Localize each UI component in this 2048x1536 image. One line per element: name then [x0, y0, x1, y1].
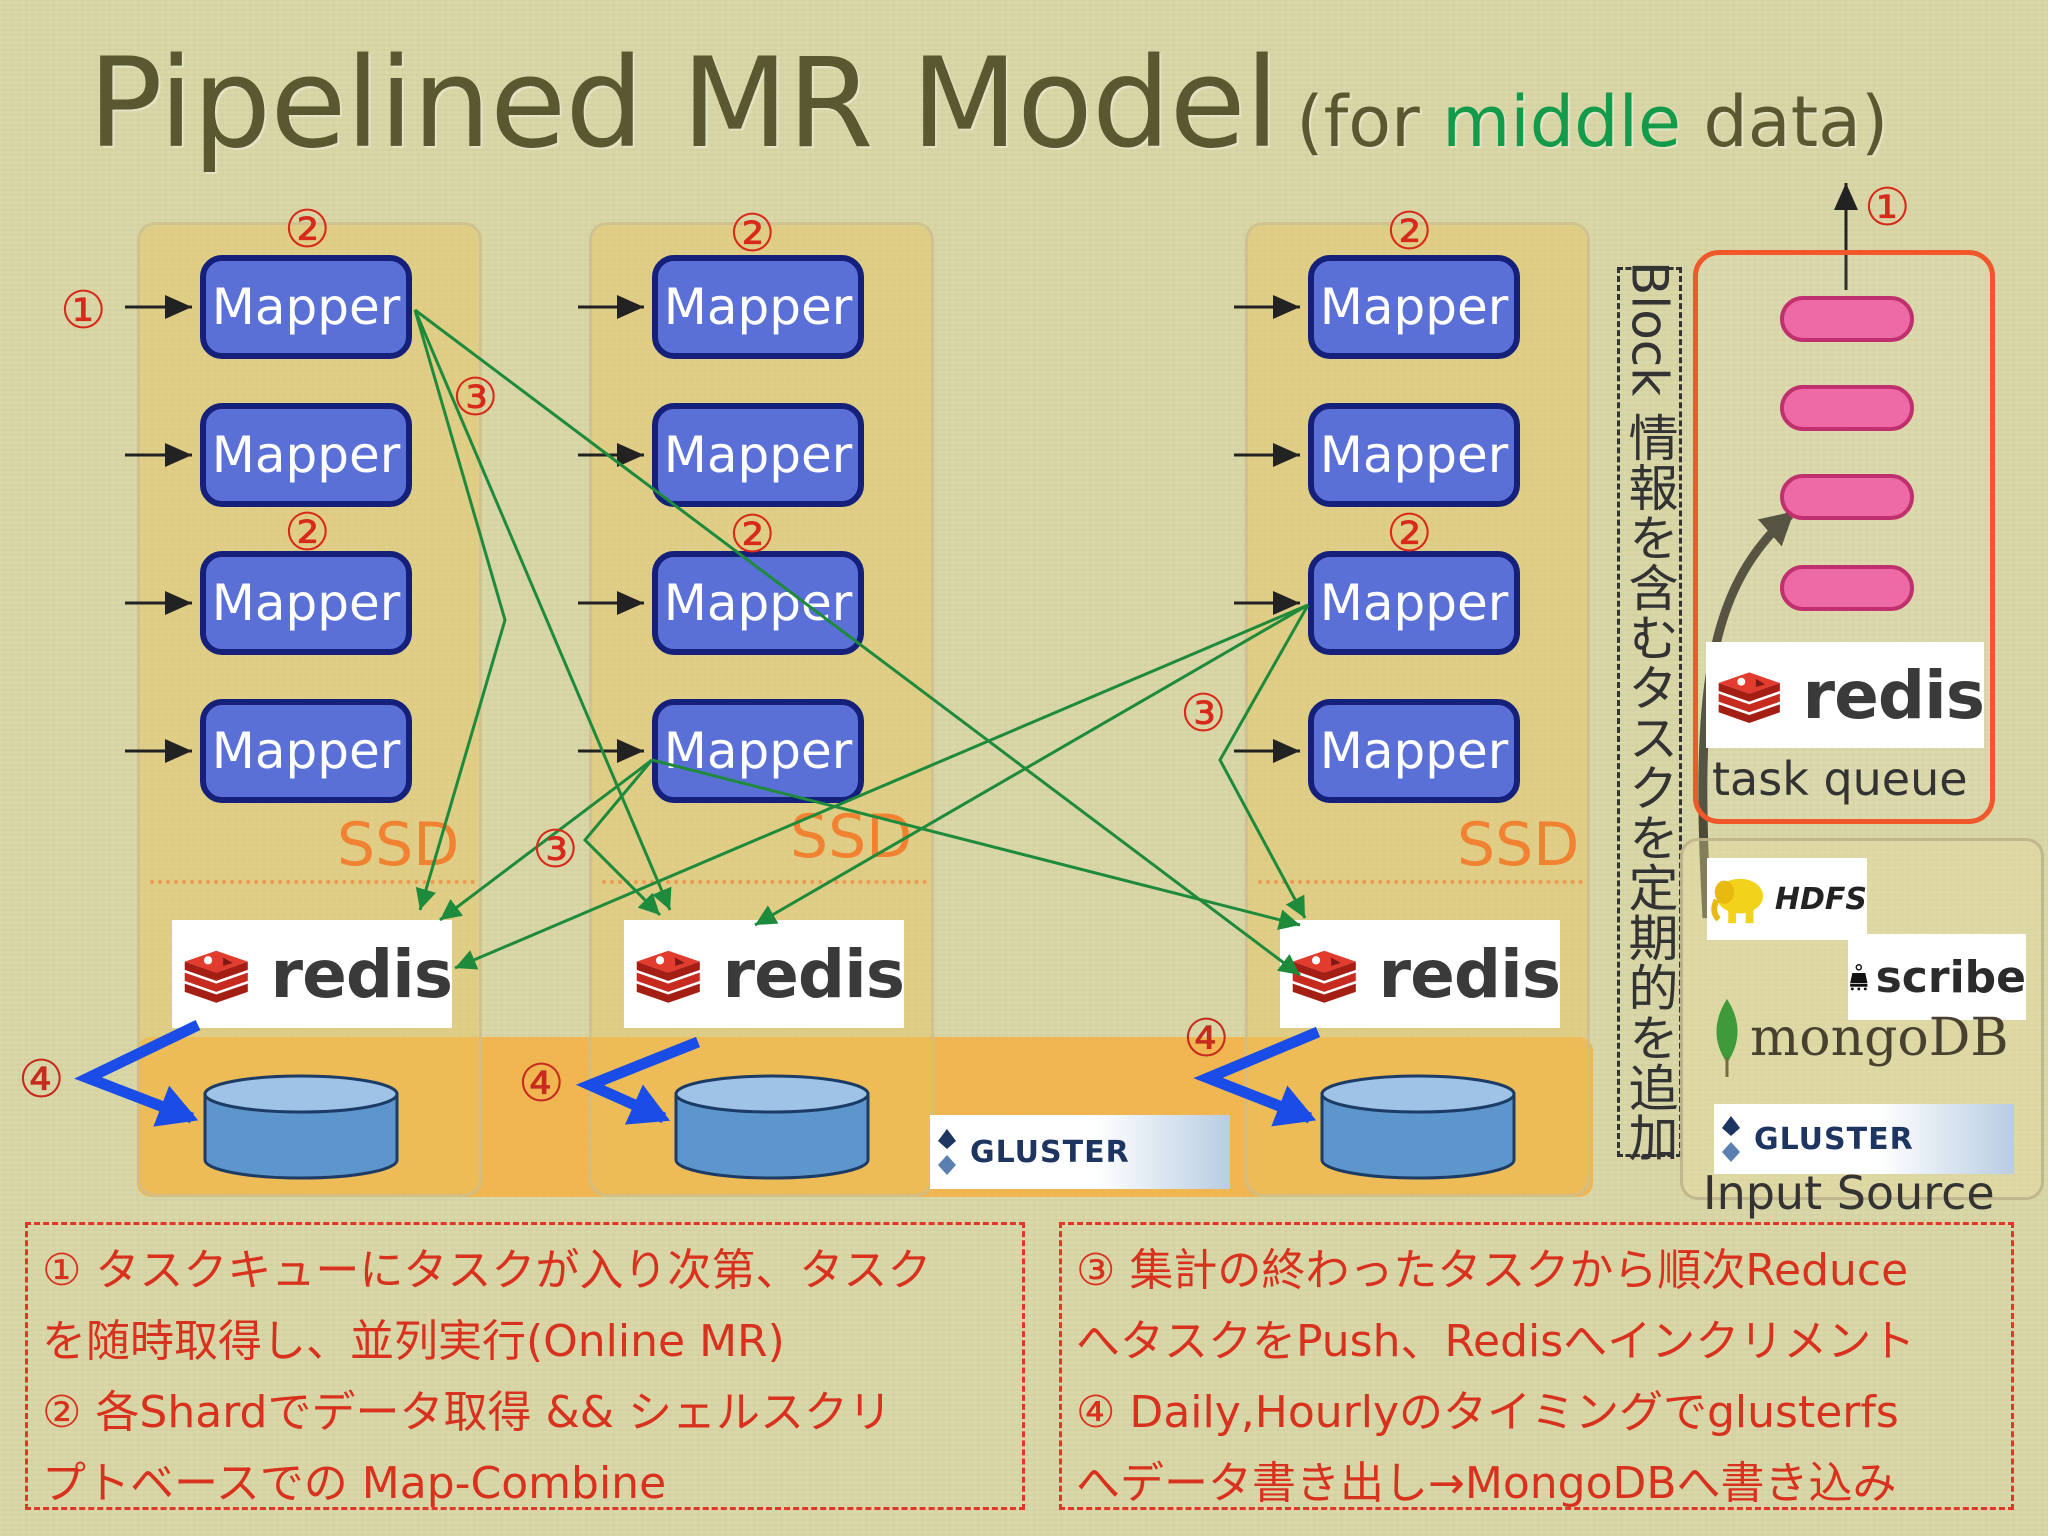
storage-write-arrows [74, 1020, 1321, 1127]
task-queue-label: task queue [1712, 752, 1968, 806]
redis-label-2: redis [722, 935, 905, 1013]
queue-task-item [1780, 296, 1914, 342]
queue-task-item [1780, 385, 1914, 431]
gluster-logo-icon [938, 1129, 956, 1175]
note-line: ④ Daily,Hourlyのタイミングでglusterfs [1076, 1387, 1899, 1438]
note-line: ② 各Shardでデータ取得 && シェルスクリ [42, 1387, 893, 1438]
gluster-logo-input: GLUSTER [1714, 1104, 2014, 1174]
redis-label-3: redis [1378, 935, 1561, 1013]
page-title: Pipelined MR Model(for middle data) [88, 32, 1888, 182]
note-line: ① タスクキューにタスクが入り次第、タスク [42, 1245, 932, 1296]
marker-step-2: ② [1386, 504, 1433, 564]
mongodb-logo-text: mongoDB [1750, 1008, 2009, 1068]
note-line: プトベースでの Map-Combine [42, 1458, 667, 1509]
push-arrow [454, 603, 1309, 970]
title-sub: (for middle data) [1296, 81, 1888, 163]
scribe-logo-icon [1850, 964, 1868, 991]
mongodb-logo: mongoDB [1710, 994, 2020, 1082]
marker-step-3: ③ [532, 820, 579, 880]
mapper-2-4: Mapper [652, 699, 864, 803]
reduce-push-arrows [413, 308, 1310, 977]
marker-step-2: ② [729, 505, 776, 565]
redis-box-2: redis [624, 920, 905, 1028]
redis-label-1: redis [270, 935, 453, 1013]
push-arrow [413, 309, 672, 911]
note-line: を随時取得し、並列実行(Online MR) [42, 1316, 785, 1367]
marker-step-4: ④ [1183, 1009, 1230, 1069]
hdfs-logo: HDFS [1707, 858, 1867, 940]
mongodb-leaf-icon [1716, 999, 1738, 1077]
mapper-1-4: Mapper [200, 699, 412, 803]
ssd-divider-2 [602, 880, 927, 884]
hdfs-elephant-icon [1711, 878, 1764, 924]
gluster-logo-text: GLUSTER [970, 1134, 1130, 1170]
write-arrow [1193, 1026, 1321, 1127]
redis-logo-icon [184, 950, 248, 1003]
hdfs-logo-text: HDFS [1774, 881, 1867, 917]
database-cylinder-icon [1320, 1074, 1516, 1180]
marker-step-2: ② [729, 204, 776, 264]
marker-step-2: ② [284, 200, 331, 260]
push-arrow [1218, 604, 1310, 919]
push-arrow [414, 308, 1301, 977]
notes-left: ① タスクキューにタスクが入り次第、タスク を随時取得し、並列実行(Online… [25, 1222, 1025, 1510]
mapper-2-1: Mapper [652, 255, 864, 359]
redis-logo-icon [1718, 672, 1780, 723]
mapper-3-2: Mapper [1308, 403, 1520, 507]
mapper-3-3: Mapper [1308, 551, 1520, 655]
database-cylinder-icon [674, 1074, 870, 1180]
push-arrow [439, 758, 653, 922]
redis-logo-icon [1292, 950, 1356, 1003]
mapper-1-3: Mapper [200, 551, 412, 655]
input-arrows [125, 295, 1300, 763]
mapper-1-1: Mapper [200, 255, 412, 359]
marker-step-3: ③ [452, 368, 499, 428]
note-line: ③ 集計の終わったタスクから順次Reduce [1076, 1245, 1909, 1296]
marker-step-1: ① [60, 281, 107, 341]
database-cylinder-icon [203, 1074, 399, 1180]
gluster-input-text: GLUSTER [1754, 1121, 1914, 1157]
ssd-divider-3 [1258, 880, 1583, 884]
input-source-label: Input Source [1703, 1166, 1995, 1220]
task-queue-redis-logo: redis [1706, 642, 1985, 748]
title-sub-highlight: middle [1442, 81, 1682, 163]
mapper-2-2: Mapper [652, 403, 864, 507]
push-arrow [413, 309, 507, 911]
queue-task-item [1780, 565, 1914, 611]
gluster-logo-icon [1722, 1116, 1740, 1162]
block-note-text: Block 情報を含むタスクを定期的を追加 [1620, 261, 1679, 1163]
marker-step-2: ② [1386, 202, 1433, 262]
queue-task-item [1780, 474, 1914, 520]
marker-step-4: ④ [18, 1050, 65, 1110]
push-arrow [754, 603, 1309, 927]
task-queue-redis-label: redis [1802, 656, 1985, 734]
notes-right: ③ 集計の終わったタスクから順次Reduce へタスクをPush、Redisへイ… [1059, 1222, 2014, 1510]
mapper-3-1: Mapper [1308, 255, 1520, 359]
title-sub-close: data) [1681, 81, 1889, 163]
mapper-1-2: Mapper [200, 403, 412, 507]
gluster-logo-band: GLUSTER [930, 1115, 1230, 1189]
marker-step-2: ② [284, 503, 331, 563]
redis-logo-icon [636, 950, 700, 1003]
title-main: Pipelined MR Model [88, 32, 1279, 176]
note-line: へデータ書き出し→MongoDBへ書き込み [1076, 1458, 1897, 1509]
redis-box-3: redis [1280, 920, 1561, 1028]
title-sub-open: (for [1296, 81, 1443, 163]
marker-step-1-queue: ① [1864, 178, 1911, 238]
ssd-divider-1 [150, 880, 475, 884]
scribe-logo: scribe [1848, 934, 2026, 1020]
ssd-label-2: SSD [790, 802, 913, 872]
note-line: へタスクをPush、Redisへインクリメント [1076, 1316, 1916, 1367]
block-note-box [1617, 267, 1682, 1157]
push-arrow [651, 758, 1301, 930]
mapper-3-4: Mapper [1308, 699, 1520, 803]
write-arrow [74, 1020, 201, 1127]
redis-box-1: redis [172, 920, 453, 1028]
scribe-logo-text: scribe [1875, 951, 2026, 1003]
write-arrow [575, 1036, 701, 1125]
marker-step-4: ④ [518, 1054, 565, 1114]
marker-step-3: ③ [1180, 684, 1227, 744]
ssd-label-3: SSD [1457, 810, 1580, 880]
